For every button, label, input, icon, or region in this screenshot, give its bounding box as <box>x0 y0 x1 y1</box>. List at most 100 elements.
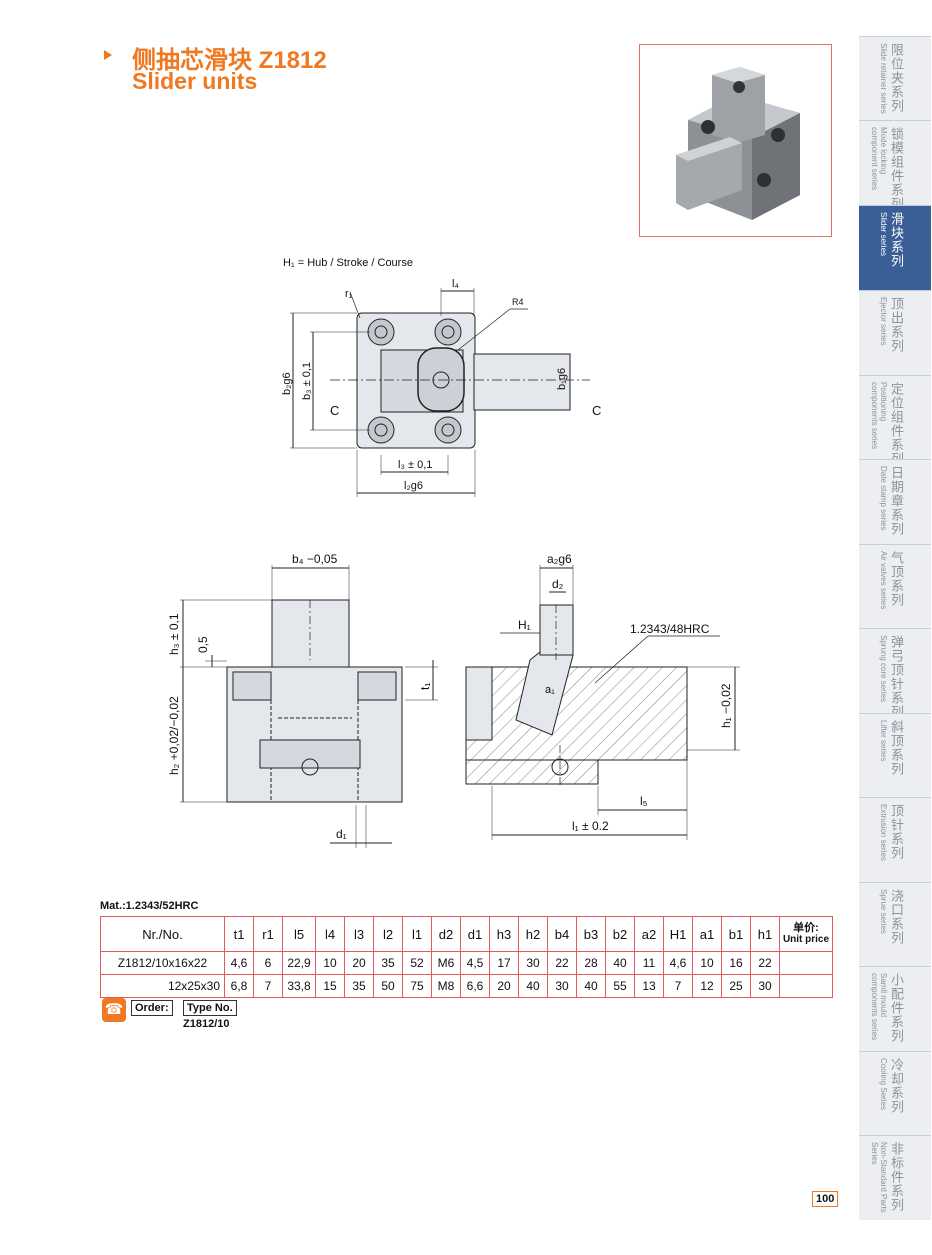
table-cell: 12 <box>692 974 722 998</box>
table-cell: 52 <box>402 951 432 975</box>
page-title-en: Slider units <box>132 68 258 94</box>
col-header: h2 <box>518 916 548 952</box>
sidebar-item-label-en: Positioning components series <box>870 382 888 450</box>
title-arrow-icon <box>104 50 112 60</box>
sidebar-item-label-zh: 顶针系列 <box>889 804 904 860</box>
table-cell: 33,8 <box>282 974 316 998</box>
table-cell: 4,6 <box>663 951 693 975</box>
sidebar-item-label-zh: 浇口系列 <box>889 889 904 945</box>
table-cell: 40 <box>605 951 635 975</box>
sidebar-item-non-standard[interactable]: 非标件系列 Non-Standard Parts Series <box>859 1135 931 1220</box>
table-header-row: Nr./No. t1 r1 l5 l4 l3 l2 l1 d2 d1 h3 h2… <box>100 916 833 952</box>
table-row: 12x25x30 6,8 7 33,8 15 35 50 75 M8 6,6 2… <box>100 974 833 998</box>
sidebar-item-date-stamp[interactable]: 日期章系列 Date stamp series <box>859 459 931 544</box>
table-cell: 4,5 <box>460 951 490 975</box>
price-cell <box>779 974 833 998</box>
type-no-label: Type No. <box>183 1000 237 1016</box>
table-cell: 28 <box>576 951 606 975</box>
table-cell: 40 <box>518 974 548 998</box>
sidebar-item-sprung-core[interactable]: 弹弓顶针系列 Sprung core series <box>859 628 931 713</box>
sidebar-item-label-en: Extrusion series <box>879 804 888 861</box>
label-l5: l₅ <box>640 794 648 808</box>
sidebar-item-label-en: Cooling Series <box>879 1058 888 1111</box>
table-cell: 35 <box>373 951 403 975</box>
table-cell: 20 <box>344 951 374 975</box>
sidebar-item-label-zh: 弹弓顶针系列 <box>889 635 904 713</box>
table-cell: 22 <box>547 951 577 975</box>
label-l3: l₃ ± 0,1 <box>398 459 432 471</box>
type-no-value: Z1812/10 <box>183 1018 230 1030</box>
sidebar-item-label-en: Ejector series <box>879 297 888 346</box>
sidebar-item-label-en: Lifter series <box>879 720 888 762</box>
label-r1: r₁ <box>345 288 353 300</box>
table-cell: 13 <box>634 974 664 998</box>
label-H1: H₁ <box>518 618 531 632</box>
col-header: H1 <box>663 916 693 952</box>
col-header: l5 <box>282 916 316 952</box>
sidebar-item-label-en: Mode locking component series <box>870 127 888 191</box>
col-header: r1 <box>253 916 283 952</box>
sidebar-item-label-en: Non-Standard Parts Series <box>870 1142 888 1213</box>
sidebar-item-ejector[interactable]: 顶出系列 Ejector series <box>859 290 931 375</box>
label-b4: b₄ −0,05 <box>292 552 338 566</box>
col-header: b2 <box>605 916 635 952</box>
table-cell: 6,6 <box>460 974 490 998</box>
table-cell: 20 <box>489 974 519 998</box>
label-c-left: C <box>330 403 339 418</box>
col-header: d1 <box>460 916 490 952</box>
unit-price-zh: 单价: <box>793 922 819 934</box>
col-header: b4 <box>547 916 577 952</box>
table-cell: 25 <box>721 974 751 998</box>
table-cell: 17 <box>489 951 519 975</box>
category-sidebar: 限位夹系列 Slide retainer series 锁模组件系列 Mode … <box>859 36 932 1220</box>
sidebar-item-label-en: Samll mould components series <box>870 973 888 1041</box>
sidebar-item-positioning[interactable]: 定位组件系列 Positioning components series <box>859 375 931 459</box>
sidebar-item-label-en: Slider series <box>879 212 888 257</box>
col-header: l3 <box>344 916 374 952</box>
order-label: Order: <box>131 1000 173 1016</box>
sidebar-item-mode-locking[interactable]: 锁模组件系列 Mode locking component series <box>859 120 931 205</box>
col-header: Nr./No. <box>100 916 225 952</box>
label-b2: b₂g6 <box>281 372 293 395</box>
label-h2: h₂ +0,02/−0,02 <box>167 696 181 775</box>
price-cell <box>779 951 833 975</box>
sidebar-item-sprue[interactable]: 浇口系列 Sprue series <box>859 882 931 966</box>
sidebar-item-label-zh: 斜顶系列 <box>889 720 904 776</box>
table-cell: M6 <box>431 951 461 975</box>
table-cell: M8 <box>431 974 461 998</box>
sidebar-item-label-zh: 气顶系列 <box>889 551 904 607</box>
sidebar-item-air-valves[interactable]: 气顶系列 Air valves series <box>859 544 931 628</box>
col-header: h1 <box>750 916 780 952</box>
col-header: a1 <box>692 916 722 952</box>
sidebar-item-label-en: Date stamp series <box>879 466 888 531</box>
col-header: l2 <box>373 916 403 952</box>
label-b1: b₁g6 <box>556 368 568 390</box>
label-d2: d₂ <box>552 577 564 591</box>
table-cell: 30 <box>547 974 577 998</box>
col-header: a2 <box>634 916 664 952</box>
sidebar-item-cooling[interactable]: 冷却系列 Cooling Series <box>859 1051 931 1135</box>
table-cell: 4,6 <box>224 951 254 975</box>
label-material: 1.2343/48HRC <box>630 622 710 636</box>
sidebar-item-extrusion[interactable]: 顶针系列 Extrusion series <box>859 797 931 882</box>
col-header: h3 <box>489 916 519 952</box>
sidebar-item-small-components[interactable]: 小配件系列 Samll mould components series <box>859 966 931 1051</box>
table-cell: 12x25x30 <box>100 974 225 998</box>
sidebar-item-label-en: Slide retainer series <box>879 43 888 114</box>
col-header: l4 <box>315 916 345 952</box>
label-h05: 0,5 <box>196 636 210 653</box>
sidebar-item-label-zh: 滑块系列 <box>889 212 904 268</box>
table-cell: 7 <box>663 974 693 998</box>
sidebar-item-label-zh: 顶出系列 <box>889 297 904 353</box>
sidebar-item-slider[interactable]: 滑块系列 Slider series <box>859 205 931 290</box>
label-h3: h₃ ± 0,1 <box>167 613 181 655</box>
label-c-right: C <box>592 403 601 418</box>
sidebar-item-label-zh: 限位夹系列 <box>889 43 904 113</box>
table-cell: 35 <box>344 974 374 998</box>
label-h1: h₁ −0,02 <box>719 683 733 728</box>
table-cell: 11 <box>634 951 664 975</box>
label-b3: b₃ ± 0,1 <box>301 362 313 400</box>
label-a1: a₁ <box>545 684 555 696</box>
sidebar-item-lifter[interactable]: 斜顶系列 Lifter series <box>859 713 931 797</box>
sidebar-item-slide-retainer[interactable]: 限位夹系列 Slide retainer series <box>859 36 931 120</box>
